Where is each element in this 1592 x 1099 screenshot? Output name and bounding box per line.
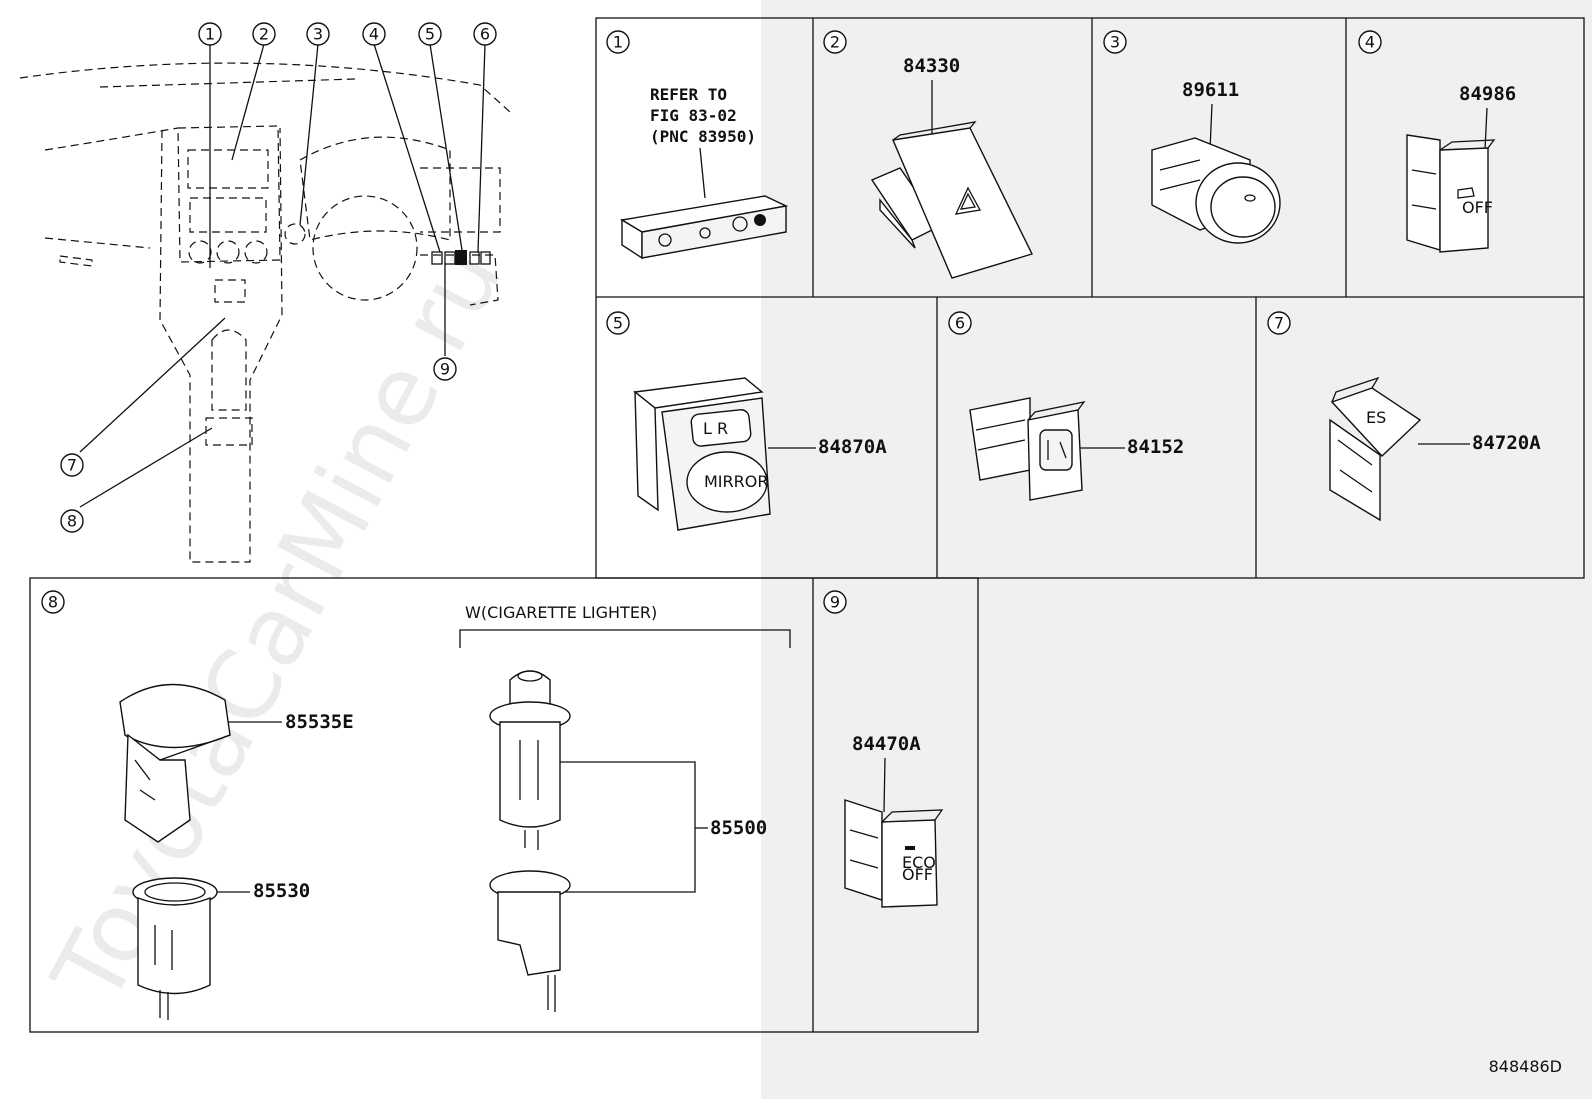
- es-switch-drawing: ES: [1329, 376, 1422, 522]
- pnc-85535e: 85535E: [285, 711, 354, 733]
- panel-5: 5 84870A L R MIRROR: [606, 311, 887, 531]
- panel-1: 1 REFER TO FIG 83-02 (PNC 83950): [606, 30, 789, 260]
- eco-off-label: OFF: [902, 865, 933, 884]
- pnc-84986: 84986: [1459, 83, 1516, 105]
- figure-id: 848486D: [1489, 1057, 1562, 1076]
- pnc-85530: 85530: [253, 880, 310, 902]
- pnc-84470a: 84470A: [852, 733, 921, 755]
- callout-6: 6: [473, 22, 497, 46]
- svg-text:9: 9: [440, 360, 450, 379]
- svg-text:8: 8: [67, 512, 77, 531]
- mirror-lr-label: L R: [703, 419, 728, 438]
- svg-text:5: 5: [425, 25, 435, 44]
- panel-9-number: 9: [830, 593, 840, 612]
- panel-1-note-line-2: FIG 83-02: [650, 106, 737, 125]
- panel-8-number: 8: [48, 593, 58, 612]
- dashboard-overview: [19, 43, 511, 563]
- headlight-leveling-switch-drawing: [969, 397, 1086, 501]
- callout-5: 5: [418, 22, 442, 46]
- svg-text:7: 7: [67, 456, 77, 475]
- panel-4: 4 84986 OFF: [1358, 30, 1516, 253]
- pnc-84720a: 84720A: [1472, 432, 1541, 454]
- cigarette-lighter-85500-drawing: [489, 670, 571, 1012]
- hazard-switch-drawing: [870, 121, 1033, 279]
- pnc-84870a: 84870A: [818, 436, 887, 458]
- switch-panel-83950-drawing: [620, 195, 789, 260]
- panel-1-number: 1: [613, 33, 623, 52]
- panel-7-number: 7: [1274, 314, 1284, 333]
- pnc-84330: 84330: [903, 55, 960, 77]
- svg-text:3: 3: [313, 25, 323, 44]
- overview-callouts: 1 2 3 4 5 6 7 8 9: [60, 22, 497, 533]
- panel-grid: [29, 17, 1585, 1033]
- svg-text:1: 1: [205, 25, 215, 44]
- vsc-off-switch-drawing: OFF: [1406, 134, 1496, 253]
- callout-7: 7: [60, 453, 84, 477]
- panel-2-number: 2: [830, 33, 840, 52]
- start-button-drawing: [1151, 137, 1281, 244]
- callout-3: 3: [306, 22, 330, 46]
- pnc-89611: 89611: [1182, 79, 1239, 101]
- panel-1-note-line-1: REFER TO: [650, 85, 727, 104]
- pnc-84152: 84152: [1127, 436, 1184, 458]
- power-outlet-85535e-drawing: [119, 683, 231, 843]
- callout-9: 9: [433, 357, 457, 381]
- cigarette-lighter-caption: W(CIGARETTE LIGHTER): [465, 603, 657, 622]
- panel-3: 3 89611: [1103, 30, 1281, 244]
- callout-8: 8: [60, 509, 84, 533]
- callout-2: 2: [252, 22, 276, 46]
- off-label: OFF: [1462, 198, 1493, 217]
- mirror-switch-drawing: L R MIRROR: [633, 377, 771, 531]
- panel-5-number: 5: [613, 314, 623, 333]
- panel-4-number: 4: [1365, 33, 1375, 52]
- panel-6: 6 84152: [948, 311, 1184, 501]
- panel-1-note-line-3: (PNC 83950): [650, 127, 756, 146]
- svg-text:2: 2: [259, 25, 269, 44]
- pnc-85500: 85500: [710, 817, 767, 839]
- panel-6-number: 6: [955, 314, 965, 333]
- svg-text:6: 6: [480, 25, 490, 44]
- mirror-label: MIRROR: [704, 472, 768, 491]
- panel-3-number: 3: [1110, 33, 1120, 52]
- eco-off-switch-drawing: ECO OFF: [844, 799, 944, 908]
- svg-text:4: 4: [369, 25, 379, 44]
- eco-label: ECO: [902, 853, 936, 872]
- callout-4: 4: [362, 22, 386, 46]
- watermark: ToyotaCarMine.ru: [31, 228, 524, 1022]
- callout-1: 1: [198, 22, 222, 46]
- socket-85530-drawing: [132, 877, 218, 1020]
- es-label: ES: [1366, 408, 1386, 427]
- panel-9: 9 84470A ECO OFF: [823, 590, 944, 908]
- panel-2: 2 84330: [823, 30, 1033, 279]
- panel-8: 8 W(CIGARETTE LIGHTER) 85535E 85530 8550…: [41, 590, 791, 1020]
- panel-7: 7 84720A ES: [1267, 311, 1541, 522]
